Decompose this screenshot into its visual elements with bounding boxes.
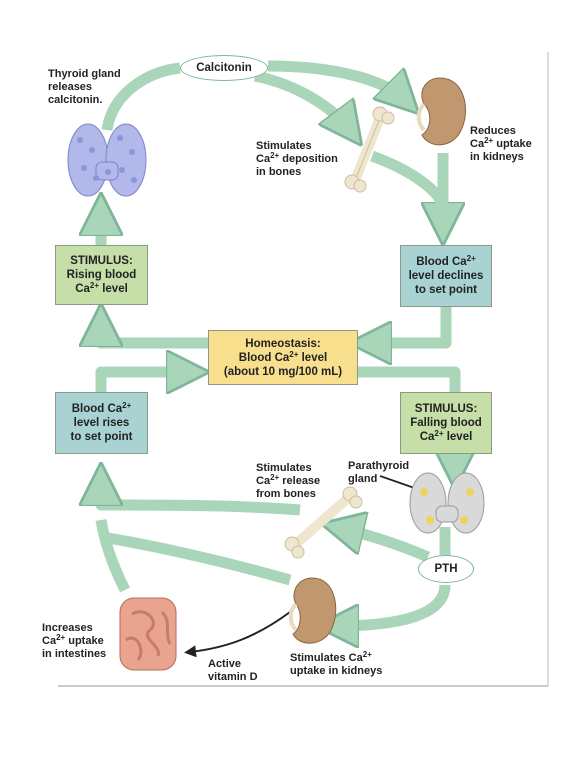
bone-release-icon [284, 486, 363, 559]
kidney-uptake-line-1: Stimulates Ca2+ [290, 650, 372, 665]
stimulus-rising-line-3: Ca2+ level [75, 281, 128, 296]
parathyroid-line-1: Parathyroid [348, 460, 410, 472]
thyroid-releases-label: Thyroid gland releases calcitonin. [48, 68, 121, 107]
arrow-bone-to-rises [101, 482, 301, 516]
bone-deposition-line-1: Stimulates [256, 140, 312, 152]
declines-line-2: level declines [408, 270, 484, 282]
thyroid-releases-line-1: Thyroid gland [48, 68, 121, 80]
thyroid-releases-line-3: calcitonin. [48, 94, 103, 106]
bone-release-line-1: Stimulates [256, 462, 312, 474]
homeostasis-line-2: Blood Ca2+ level [238, 349, 328, 364]
intestine-uptake-label: Increases Ca2+ uptake in intestines [42, 622, 106, 661]
bone-icon [344, 106, 395, 193]
kidney-uptake-label: Stimulates Ca2+ uptake in kidneys [290, 650, 383, 678]
kidney-reduces-line-3: in kidneys [470, 151, 524, 163]
arrow-kidney-to-rises [107, 532, 292, 586]
declines-line-1: Blood Ca2+ [416, 254, 476, 269]
parathyroid-gland-icon [409, 472, 485, 534]
bone-release-line-2: Ca2+ release [256, 473, 321, 488]
bone-release-label: Stimulates Ca2+ release from bones [256, 462, 320, 501]
intestines-icon [119, 597, 177, 671]
stimulus-falling-line-3: Ca2+ level [419, 429, 473, 444]
arrow-rises-to-homeostasis [95, 372, 190, 392]
parathyroid-line-2: gland [348, 473, 378, 485]
bone-deposition-label: Stimulates Ca2+ deposition in bones [256, 140, 338, 179]
arrow-pth-to-bone [340, 528, 431, 563]
calcitonin-label: Calcitonin [196, 62, 252, 74]
stimulus-falling-line-1: STIMULUS: [414, 403, 478, 415]
active-vitamin-d-line-2: vitamin D [208, 671, 258, 683]
kidney-reduces-line-2: Ca2+ uptake [470, 136, 532, 151]
bone-release-line-3: from bones [256, 488, 316, 500]
rises-line-1: Blood Ca2+ [71, 401, 132, 416]
bone-deposition-line-2: Ca2+ deposition [256, 151, 338, 166]
intestine-uptake-line-3: in intestines [42, 648, 107, 660]
declines-line-3: to set point [415, 284, 477, 296]
stimulus-falling-box: STIMULUS: Falling blood Ca2+ level [400, 392, 492, 454]
arrow-pth-to-kidney [335, 584, 451, 626]
arrow-intestine-to-rises [95, 519, 130, 593]
arrow-declines-to-homeostasis [368, 306, 452, 343]
kidney-icon [416, 77, 466, 146]
arrow-bone-to-declines [370, 150, 451, 212]
bone-deposition-line-3: in bones [256, 166, 302, 178]
arrow-calcitonin-to-bone [253, 70, 350, 130]
pth-oval: PTH [418, 555, 474, 583]
thyroid-gland-icon [67, 123, 147, 197]
calcitonin-oval: Calcitonin [180, 55, 268, 81]
homeostasis-line-1: Homeostasis: [245, 337, 321, 350]
parathyroid-gland-label: Parathyroid gland [348, 460, 409, 486]
stimulus-falling-line-2: Falling blood [410, 417, 482, 429]
kidney-reduces-label: Reduces Ca2+ uptake in kidneys [470, 125, 532, 164]
blood-calcium-rises-box: Blood Ca2+ level rises to set point [55, 392, 148, 454]
kidney-uptake-icon [288, 577, 337, 644]
stimulus-rising-line-1: STIMULUS: [70, 255, 133, 267]
rises-line-2: level rises [73, 417, 130, 429]
homeostasis-box: Homeostasis: Blood Ca2+ level (about 10 … [208, 330, 358, 385]
kidney-uptake-line-2: uptake in kidneys [290, 665, 383, 677]
arrow-thyroid-to-calcitonin [101, 62, 181, 132]
kidney-reduces-line-1: Reduces [470, 125, 516, 137]
homeostasis-line-3: (about 10 mg/100 mL) [223, 365, 343, 378]
rises-line-3: to set point [70, 431, 133, 443]
active-vitamin-d-label: Active vitamin D [208, 658, 258, 684]
arrow-homeostasis-to-rising [101, 323, 208, 349]
pth-label: PTH [434, 563, 458, 575]
arrow-active-vitamin-d [184, 611, 291, 658]
arrow-calcitonin-to-kidney [267, 60, 405, 100]
intestine-uptake-line-1: Increases [42, 622, 93, 634]
stimulus-rising-box: STIMULUS: Rising blood Ca2+ level [55, 245, 148, 305]
arrow-homeostasis-to-falling [357, 366, 461, 392]
intestine-uptake-line-2: Ca2+ uptake [42, 633, 104, 648]
thyroid-releases-line-2: releases [48, 81, 93, 93]
stimulus-rising-line-2: Rising blood [66, 269, 137, 281]
active-vitamin-d-line-1: Active [208, 658, 242, 670]
blood-calcium-declines-box: Blood Ca2+ level declines to set point [400, 245, 492, 307]
